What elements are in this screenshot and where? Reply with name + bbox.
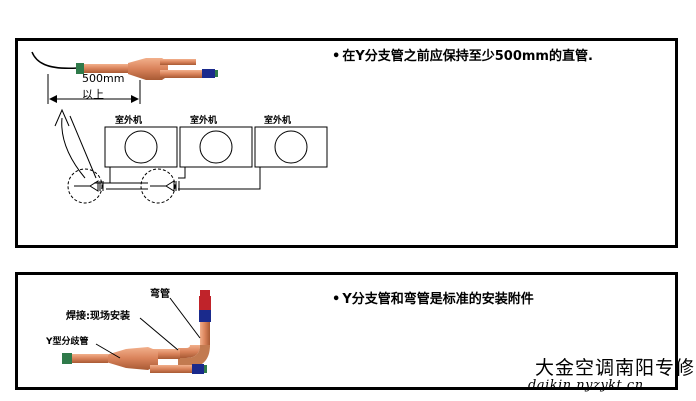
dimension-value: 500mm [82, 72, 125, 85]
dimension-suffix: 以上 [82, 88, 104, 101]
label-ybranch: Y型分歧管 [46, 337, 89, 347]
elbow-cap-navy [199, 310, 211, 322]
y-branch-fitting [106, 347, 158, 370]
top-note: •在Y分支管之前应保持至少500mm的直管. [332, 45, 593, 64]
highlight-circle-2 [140, 168, 176, 204]
watermark-title: 大金空调南阳专修 [535, 357, 696, 379]
elbow-vertical-pipe [200, 322, 210, 346]
branch-symbol-1 [89, 180, 104, 192]
leader-weld [139, 317, 179, 351]
ybranch-cap-green [62, 353, 72, 364]
copper-branch-upper [160, 59, 196, 65]
leader-ybranch [95, 343, 121, 359]
branch-symbol-2 [165, 180, 180, 192]
leader-elbow [169, 297, 201, 339]
pipe-cap-navy [202, 69, 215, 78]
watermark-url: daikin.nyzykt.cn [528, 378, 644, 393]
cable-line [31, 51, 79, 70]
highlight-circle-1 [67, 168, 103, 204]
pipe-cap-green [76, 63, 84, 74]
outdoor-unit-3 [254, 126, 328, 168]
bottom-panel [15, 272, 678, 390]
copper-pipe-main [84, 64, 132, 73]
bullet-dot-icon: • [332, 292, 341, 307]
top-note-text: 在Y分支管之前应保持至少500mm的直管. [342, 49, 593, 64]
bottom-note-text: Y分支管和弯管是标准的安装附件 [342, 292, 534, 307]
outdoor-unit-label-1: 室外机 [115, 116, 143, 126]
elbow-bend [178, 345, 200, 358]
copper-branch-lower [160, 70, 202, 78]
outdoor-unit-1 [104, 126, 178, 168]
outdoor-unit-label-2: 室外机 [190, 116, 218, 126]
outdoor-unit-label-3: 室外机 [264, 116, 292, 126]
ybranch-cap-navy [192, 364, 204, 374]
curved-callout-arrow [61, 117, 86, 179]
bullet-dot-icon: • [332, 49, 341, 64]
bottom-note: •Y分支管和弯管是标准的安装附件 [332, 288, 534, 307]
y-branch-joint [128, 58, 168, 80]
label-elbow: 弯管 [150, 289, 170, 300]
piping-network [74, 167, 261, 190]
outdoor-unit-2 [179, 126, 253, 168]
elbow-cap-red [200, 290, 210, 296]
label-weld: 焊接:现场安装 [66, 311, 130, 322]
